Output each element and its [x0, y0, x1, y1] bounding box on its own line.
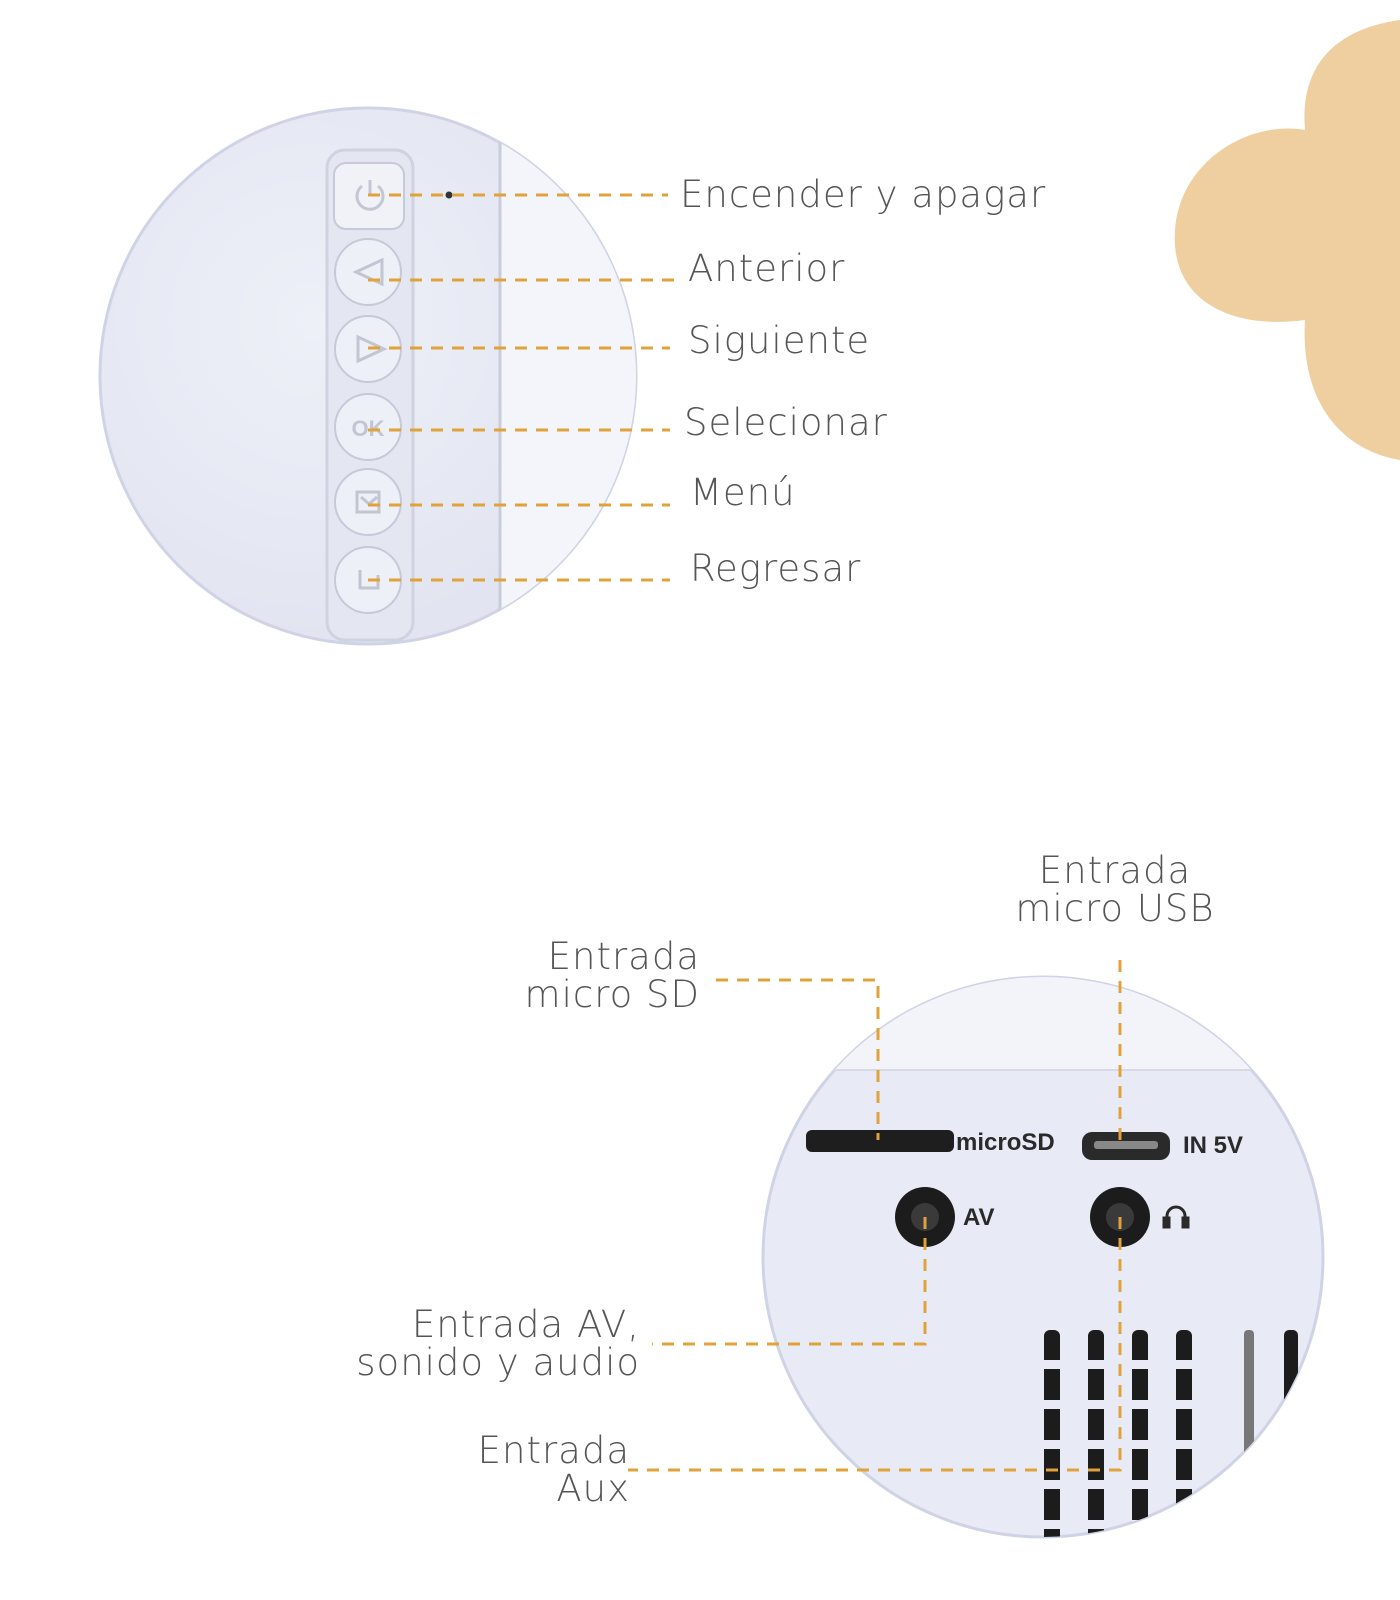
- label-power: Encender y apagar: [680, 173, 1047, 216]
- label-aux: Entrada Aux: [477, 1429, 630, 1510]
- label-return: Regresar: [690, 547, 862, 590]
- label-menu: Menú: [690, 471, 796, 514]
- label-av: Entrada AV, sonido y audio: [356, 1303, 640, 1384]
- printed-in5v: IN 5V: [1183, 1132, 1243, 1159]
- triangle-left-icon: [352, 257, 384, 287]
- printed-av: AV: [963, 1204, 995, 1231]
- label-previous: Anterior: [688, 247, 846, 290]
- headphone-icon: [1162, 1205, 1190, 1229]
- triangle-right-icon: [356, 334, 388, 364]
- port-leader-lines: [628, 960, 1122, 1472]
- label-micro-usb: Entrada micro USB: [1015, 849, 1215, 930]
- label-next: Siguiente: [688, 319, 871, 362]
- printed-microsd: microSD: [956, 1129, 1055, 1156]
- microsd-slot: [806, 1130, 954, 1152]
- button-leader-lines: [368, 193, 678, 582]
- label-select: Selecionar: [684, 401, 888, 444]
- previous-button[interactable]: [334, 238, 402, 306]
- power-icon: [355, 180, 385, 211]
- label-micro-sd: Entrada micro SD: [524, 935, 700, 1016]
